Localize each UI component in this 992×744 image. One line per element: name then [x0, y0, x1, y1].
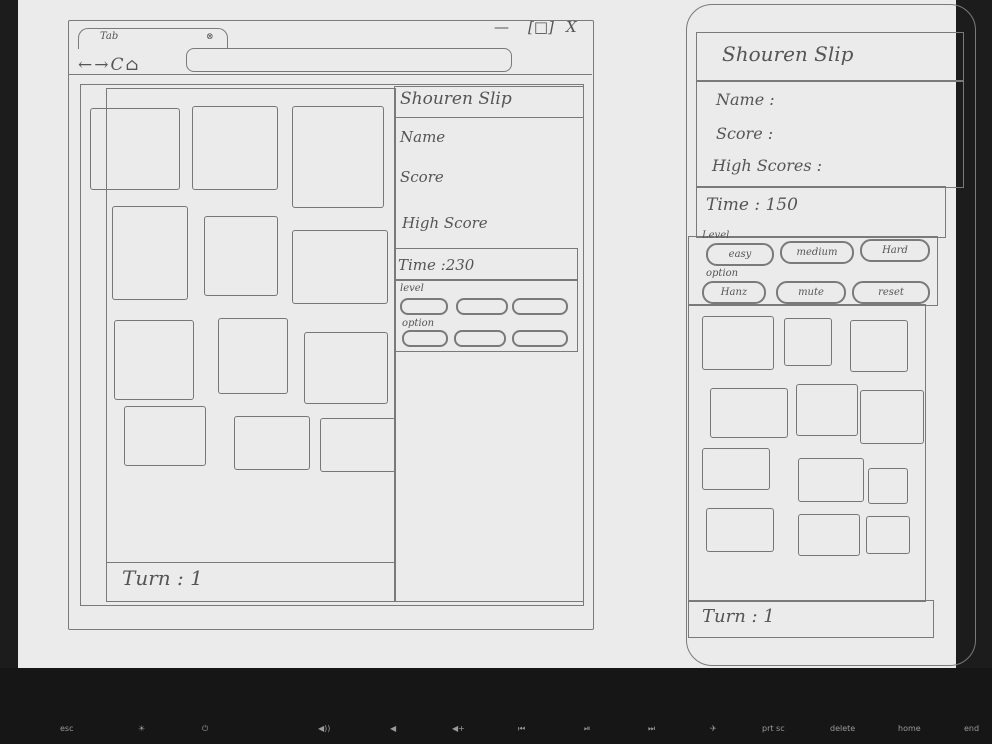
close-icon[interactable]: X [566, 18, 577, 36]
mobile-option-label: option [706, 268, 739, 279]
card[interactable] [112, 206, 188, 300]
mute-button[interactable]: mute [776, 281, 846, 304]
level-button-1[interactable] [400, 298, 448, 315]
card[interactable] [784, 318, 832, 366]
mobile-timer-box [696, 186, 946, 238]
option-button-2[interactable] [454, 330, 506, 347]
keyboard-key: ☀ [138, 724, 146, 733]
level-label: level [400, 283, 424, 294]
mobile-turn-counter: Turn : 1 [702, 606, 775, 627]
card[interactable] [192, 106, 278, 190]
card[interactable] [124, 406, 206, 466]
panel-header [394, 86, 584, 118]
keyboard-key: end [964, 724, 980, 733]
card[interactable] [798, 458, 864, 502]
laptop-keyboard [0, 668, 992, 744]
card[interactable] [796, 384, 858, 436]
timer-label: Time :230 [398, 256, 475, 274]
browser-tab[interactable] [78, 28, 228, 49]
keyboard-key: ✈ [710, 724, 717, 733]
keyboard-key: ⏯ [584, 724, 591, 733]
card[interactable] [702, 448, 770, 490]
option-button-1[interactable] [402, 330, 448, 347]
mobile-name-label: Name : [716, 90, 775, 109]
toolbar-divider [68, 74, 592, 75]
turn-counter: Turn : 1 [122, 566, 203, 590]
mobile-game-title: Shouren Slip [722, 42, 854, 66]
card[interactable] [798, 514, 860, 556]
keyboard-key: ◀)) [318, 724, 331, 733]
url-bar[interactable] [186, 48, 512, 72]
keyboard-key: prt sc [762, 724, 785, 733]
maximize-icon[interactable]: [□] [528, 18, 554, 36]
phone-frame [686, 4, 976, 666]
mobile-info-box [696, 80, 964, 188]
mobile-score-label: Score : [716, 124, 774, 143]
name-label: Name [400, 128, 446, 146]
mobile-high-scores-label: High Scores : [712, 156, 823, 175]
keyboard-key: delete [830, 724, 856, 733]
hanz-button[interactable]: Hanz [702, 281, 766, 304]
tab-close-icon[interactable]: ⊗ [206, 32, 214, 42]
browser-window [68, 20, 594, 630]
timer-box [394, 248, 578, 280]
keyboard-key: ◀ [390, 724, 397, 733]
card[interactable] [868, 468, 908, 504]
mobile-options-box [688, 236, 938, 306]
game-title: Shouren Slip [400, 89, 512, 109]
mobile-level-label: Level [702, 230, 730, 241]
card[interactable] [292, 106, 384, 208]
reset-button[interactable]: reset [852, 281, 930, 304]
keyboard-key: ⏮ [518, 724, 526, 733]
mobile-turn-bar [688, 600, 934, 638]
sketch-paper [18, 0, 956, 668]
keyboard-key: esc [60, 724, 74, 733]
mobile-timer-label: Time : 150 [706, 195, 798, 215]
card[interactable] [218, 318, 288, 394]
card[interactable] [292, 230, 388, 304]
tab-title: Tab [100, 31, 119, 42]
easy-button[interactable]: easy [706, 243, 774, 266]
card[interactable] [320, 418, 396, 472]
card[interactable] [710, 388, 788, 438]
high-score-label: High Score [402, 214, 488, 232]
card[interactable] [860, 390, 924, 444]
keyboard-key: home [898, 724, 921, 733]
keyboard-key: ⏭ [648, 724, 656, 733]
medium-button[interactable]: medium [780, 241, 854, 264]
keyboard-key: ⏻ [202, 724, 209, 733]
option-button-3[interactable] [512, 330, 568, 347]
card[interactable] [304, 332, 388, 404]
mobile-game-board [688, 304, 926, 602]
card[interactable] [234, 416, 310, 470]
score-label: Score [400, 168, 444, 186]
level-button-2[interactable] [456, 298, 508, 315]
card[interactable] [114, 320, 194, 400]
card[interactable] [204, 216, 278, 296]
card[interactable] [702, 316, 774, 370]
option-label: option [402, 318, 435, 329]
card[interactable] [866, 516, 910, 554]
level-button-3[interactable] [512, 298, 568, 315]
options-box [394, 280, 578, 352]
keyboard-key: ◀+ [452, 724, 465, 733]
browser-nav-icons[interactable]: ←→C⌂ [78, 55, 141, 75]
mobile-header [696, 32, 964, 82]
minimize-icon[interactable]: — [494, 18, 509, 36]
card[interactable] [850, 320, 908, 372]
keyboard-function-row: esc ☀ ⏻ ◀)) ◀ ◀+ ⏮ ⏯ ⏭ ✈ prt sc delete h… [40, 724, 992, 744]
hard-button[interactable]: Hard [860, 239, 930, 262]
card[interactable] [706, 508, 774, 552]
card[interactable] [90, 108, 180, 190]
turn-bar [106, 562, 396, 602]
